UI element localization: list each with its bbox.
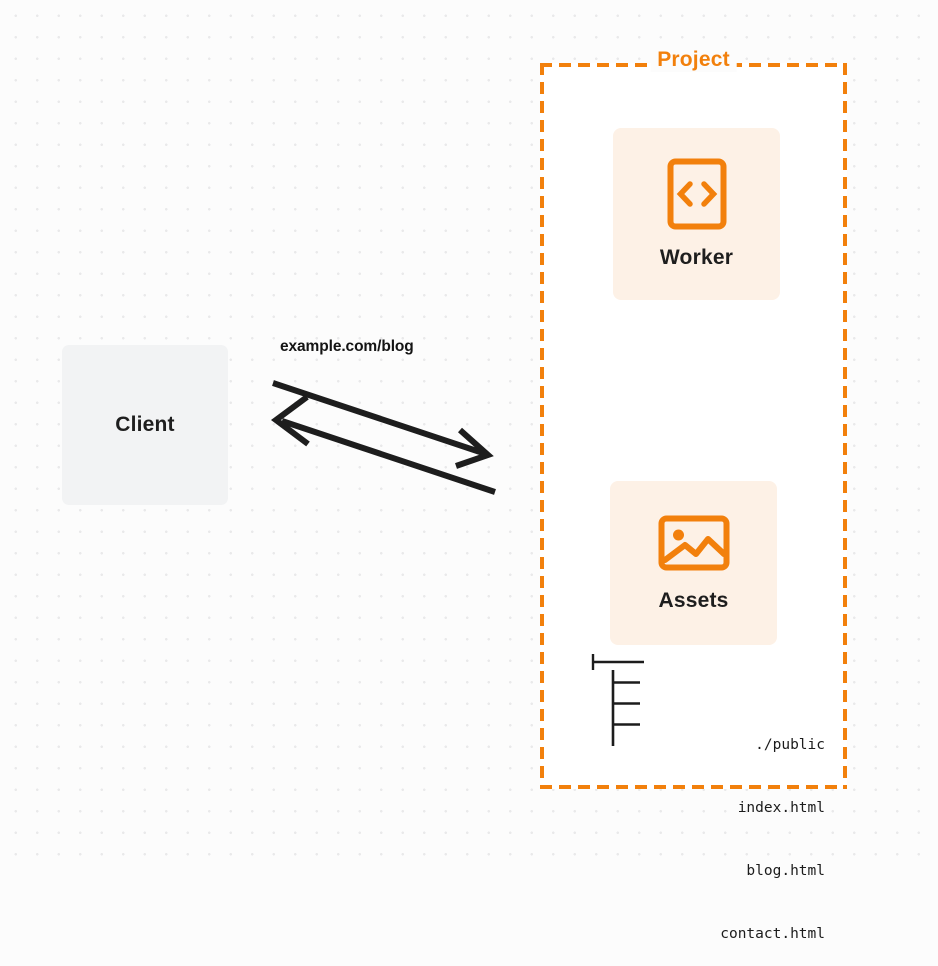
file-tree-row: contact.html [580, 903, 825, 942]
file-tree-item-label: contact.html [720, 926, 825, 942]
connection-arrows [270, 380, 496, 495]
worker-node[interactable]: Worker [613, 128, 780, 300]
request-arrow-right-icon [272, 380, 494, 469]
assets-node[interactable]: Assets [610, 481, 777, 645]
project-border-right [843, 63, 847, 789]
project-title: Project [650, 48, 737, 72]
file-tree-branch-glyphs [591, 654, 644, 746]
project-border-left [540, 63, 544, 789]
file-tree-item-label: index.html [737, 800, 825, 816]
file-tree-row: ./public [580, 714, 825, 753]
project-border-bottom [540, 785, 847, 789]
diagram-canvas: Client example.com/blog Project [0, 0, 938, 942]
image-icon [658, 513, 730, 573]
request-url-label: example.com/blog [280, 338, 414, 355]
file-tree-item-label: blog.html [746, 863, 825, 879]
client-node-label: Client [115, 413, 175, 436]
file-tree-item-label: ./public [755, 737, 825, 753]
assets-file-tree: ./public index.html blog.html contact.ht… [580, 651, 825, 966]
response-arrow-left-icon [270, 394, 496, 495]
project-container: Project Worker Assets [540, 48, 847, 942]
worker-node-label: Worker [659, 246, 734, 269]
assets-node-label: Assets [658, 589, 729, 612]
client-node[interactable]: Client [62, 345, 228, 505]
file-tree-row: blog.html [580, 840, 825, 879]
code-brackets-icon [667, 158, 727, 230]
file-tree-row: index.html [580, 777, 825, 816]
